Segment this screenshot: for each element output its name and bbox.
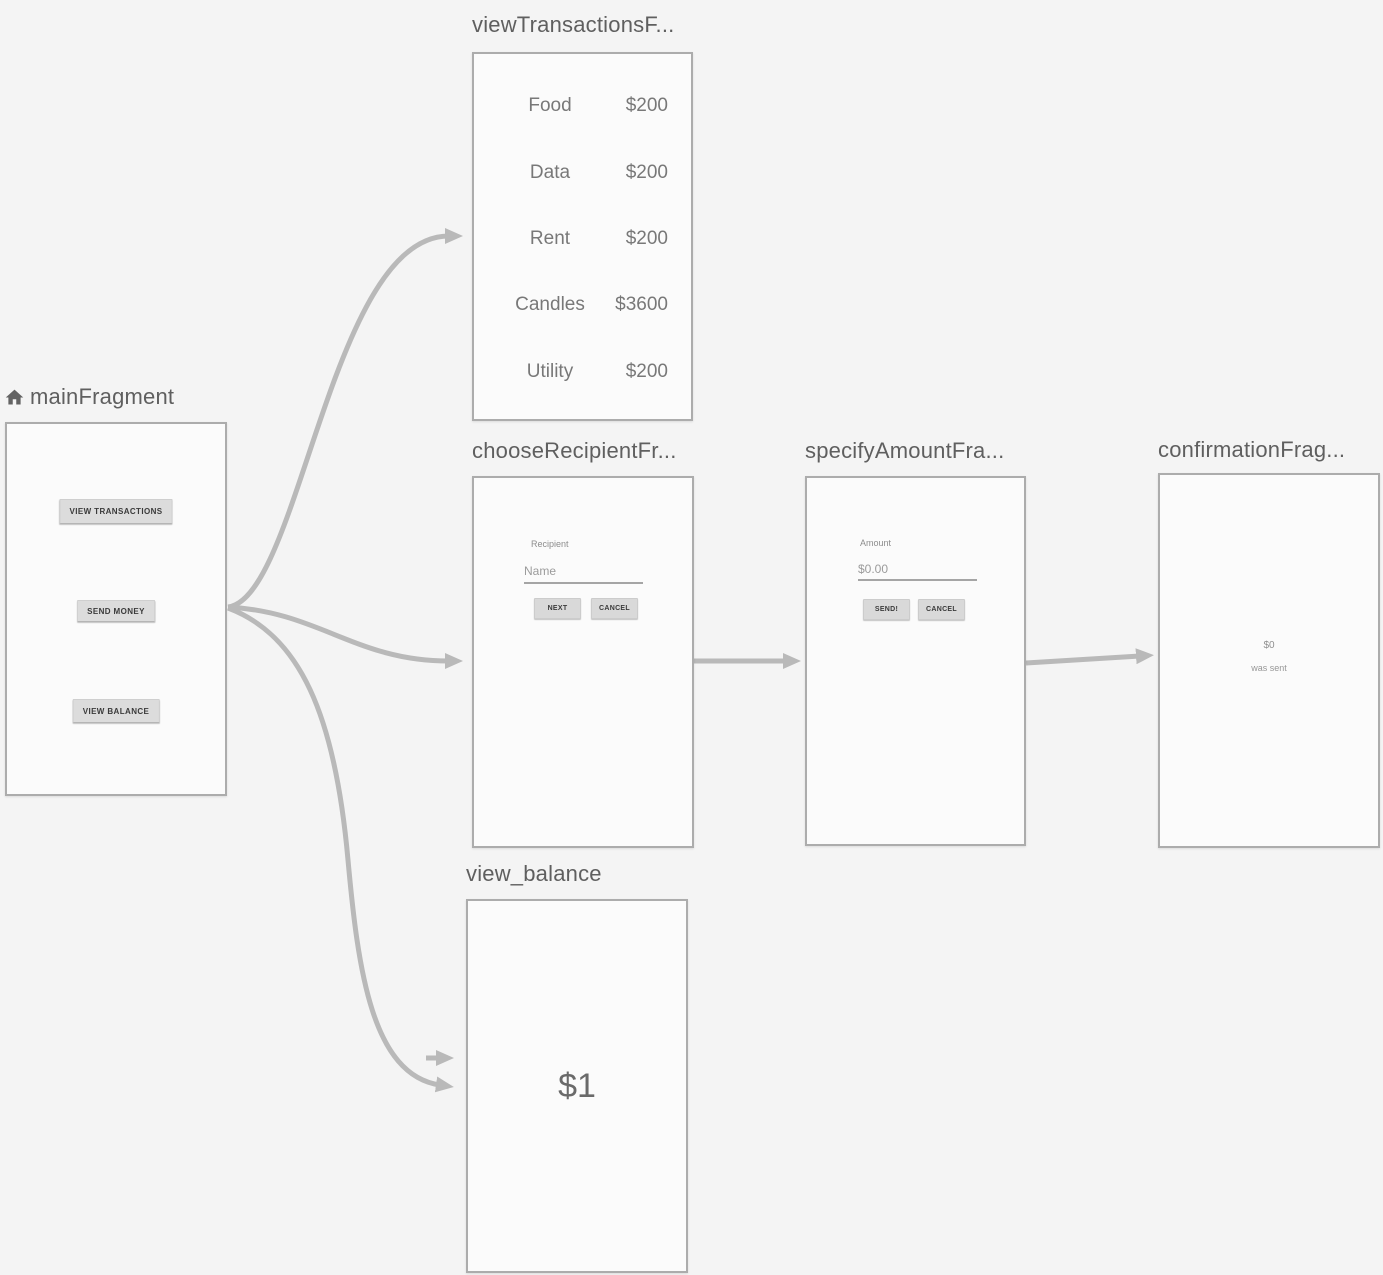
amount-field-label: Amount [860, 538, 892, 548]
action-arrow-main-to-viewTransactions[interactable] [227, 228, 463, 610]
home-icon [4, 387, 25, 408]
transaction-row: Utility $200 [474, 339, 691, 405]
transaction-row: Data $200 [474, 139, 691, 205]
send-button[interactable]: SEND! [863, 599, 910, 620]
recipient-field-label: Recipient [531, 539, 569, 549]
fragment-title-label: chooseRecipientFr... [472, 438, 677, 463]
transaction-label: Candles [515, 294, 585, 316]
cancel-button[interactable]: CANCEL [591, 598, 638, 619]
transaction-row: Rent $200 [474, 206, 691, 272]
fragment-title-confirmation[interactable]: confirmationFrag... [1158, 437, 1345, 463]
fragment-title-specifyAmount[interactable]: specifyAmountFra... [805, 438, 1004, 464]
confirmation-amount-text: $0 [1263, 640, 1275, 651]
cancel-button[interactable]: CANCEL [918, 599, 965, 620]
fragment-title-label: mainFragment [30, 384, 175, 409]
input-underline [858, 579, 977, 581]
confirmation-message-text: was sent [1251, 663, 1287, 673]
view-transactions-button[interactable]: VIEW TRANSACTIONS [59, 499, 173, 524]
fragment-preview-specifyAmount[interactable]: Amount $0.00 SEND! CANCEL [805, 476, 1026, 846]
action-arrow-main-to-chooseRecipient[interactable] [227, 604, 463, 669]
action-arrow-specifyAmount-to-confirmation[interactable] [1025, 648, 1154, 666]
input-underline [524, 582, 643, 584]
fragment-preview-confirmation[interactable]: $0 was sent [1158, 473, 1380, 848]
transaction-label: Rent [529, 227, 571, 249]
fragment-title-label: viewTransactionsF... [472, 12, 675, 37]
transaction-label: Utility [526, 360, 574, 382]
fragment-title-chooseRecipient[interactable]: chooseRecipientFr... [472, 438, 677, 464]
recipient-name-input[interactable]: Name [524, 564, 557, 578]
fragment-title-label: confirmationFrag... [1158, 437, 1346, 462]
transaction-row: Candles $3600 [474, 272, 691, 338]
action-arrow-main-to-viewBalance[interactable] [227, 605, 454, 1093]
transaction-amount: $200 [625, 360, 668, 382]
next-button[interactable]: NEXT [534, 598, 581, 619]
fragment-preview-chooseRecipient[interactable]: Recipient Name NEXT CANCEL [472, 476, 694, 848]
fragment-title-viewTransactions[interactable]: viewTransactionsF... [472, 12, 674, 38]
fragment-preview-mainFragment[interactable]: VIEW TRANSACTIONS SEND MONEY VIEW BALANC… [5, 422, 227, 796]
transactions-list: Food $200 Data $200 Rent $200 Candles $3… [474, 73, 691, 405]
fragment-title-mainFragment[interactable]: mainFragment [4, 384, 174, 410]
fragment-preview-viewBalance[interactable]: $1 [466, 899, 688, 1273]
transaction-label: Data [529, 161, 571, 183]
fragment-title-viewBalance[interactable]: view_balance [466, 861, 602, 887]
transaction-amount: $200 [625, 227, 668, 249]
send-money-button[interactable]: SEND MONEY [77, 600, 155, 622]
transaction-amount: $200 [625, 95, 668, 117]
transaction-amount: $3600 [615, 294, 668, 316]
transaction-label: Food [528, 95, 572, 117]
view-balance-button[interactable]: VIEW BALANCE [72, 699, 160, 723]
balance-amount-text: $1 [558, 1066, 596, 1105]
fragment-title-label: view_balance [466, 861, 602, 886]
fragment-preview-viewTransactions[interactable]: Food $200 Data $200 Rent $200 Candles $3… [472, 52, 693, 421]
amount-input[interactable]: $0.00 [858, 562, 889, 576]
transaction-amount: $200 [625, 161, 668, 183]
balance-container: $1 [468, 901, 686, 1271]
fragment-title-label: specifyAmountFra... [805, 438, 1005, 463]
transaction-row: Food $200 [474, 73, 691, 139]
